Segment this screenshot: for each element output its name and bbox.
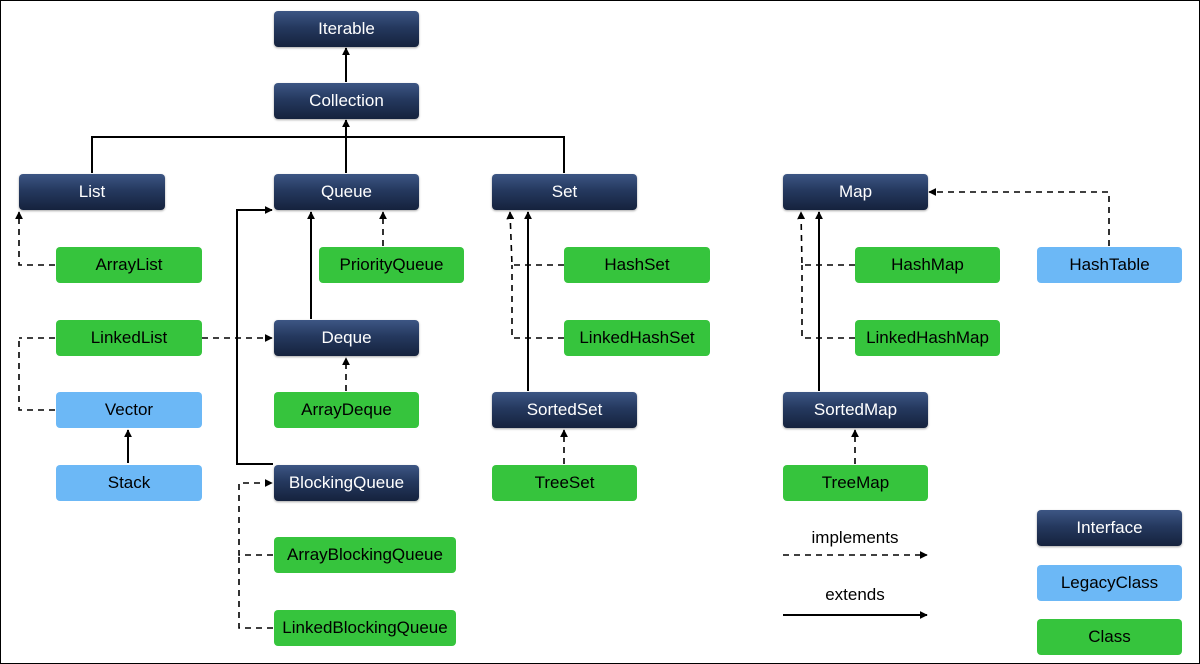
edge-linkedhashset-implements-set <box>511 265 564 339</box>
node-treeset: TreeSet <box>492 465 637 501</box>
legend-implements-label: implements <box>811 528 899 547</box>
node-linkedlist: LinkedList <box>56 320 202 356</box>
node-arraydeque: ArrayDeque <box>274 392 419 428</box>
node-linkedblockingqueue: LinkedBlockingQueue <box>274 610 456 646</box>
edge-linkedhashmap-implements-map <box>801 265 855 339</box>
legend-extends-label: extends <box>825 585 885 604</box>
edge-linkedblockingqueue-implements-blockingqueue <box>238 555 273 629</box>
edge-vector-implements-list <box>18 338 55 411</box>
edge-hashset-implements-set <box>506 211 564 266</box>
node-blockingqueue: BlockingQueue <box>274 465 419 501</box>
legend-legacyclass-swatch: LegacyClass <box>1037 565 1182 601</box>
node-hashtable: HashTable <box>1037 247 1182 283</box>
node-map: Map <box>783 174 928 210</box>
edge-hashmap-implements-map <box>797 211 855 266</box>
node-deque: Deque <box>274 320 419 356</box>
node-stack: Stack <box>56 465 202 501</box>
node-hashset: HashSet <box>564 247 710 283</box>
node-arraylist: ArrayList <box>56 247 202 283</box>
edge-blockingqueue-extends-queue <box>236 206 273 465</box>
node-linkedhashmap: LinkedHashMap <box>855 320 1000 356</box>
node-sortedmap: SortedMap <box>783 392 928 428</box>
edge-hashtable-implements-map <box>928 188 1110 246</box>
edge-arraylist-implements-list <box>15 211 55 266</box>
node-queue: Queue <box>274 174 419 210</box>
node-arrayblockingqueue: ArrayBlockingQueue <box>274 537 456 573</box>
node-treemap: TreeMap <box>783 465 928 501</box>
legend-interface-swatch: Interface <box>1037 510 1182 546</box>
node-hashmap: HashMap <box>855 247 1000 283</box>
node-list: List <box>19 174 165 210</box>
legend-class-swatch: Class <box>1037 619 1182 655</box>
node-collection: Collection <box>274 83 419 119</box>
node-iterable: Iterable <box>274 11 419 47</box>
node-vector: Vector <box>56 392 202 428</box>
node-linkedhashset: LinkedHashSet <box>564 320 710 356</box>
edge-arrayblockingqueue-implements-blockingqueue <box>238 479 273 556</box>
edge-list-extends-collection <box>91 136 565 173</box>
node-priorityqueue: PriorityQueue <box>319 247 464 283</box>
node-set: Set <box>492 174 637 210</box>
node-sortedset: SortedSet <box>492 392 637 428</box>
